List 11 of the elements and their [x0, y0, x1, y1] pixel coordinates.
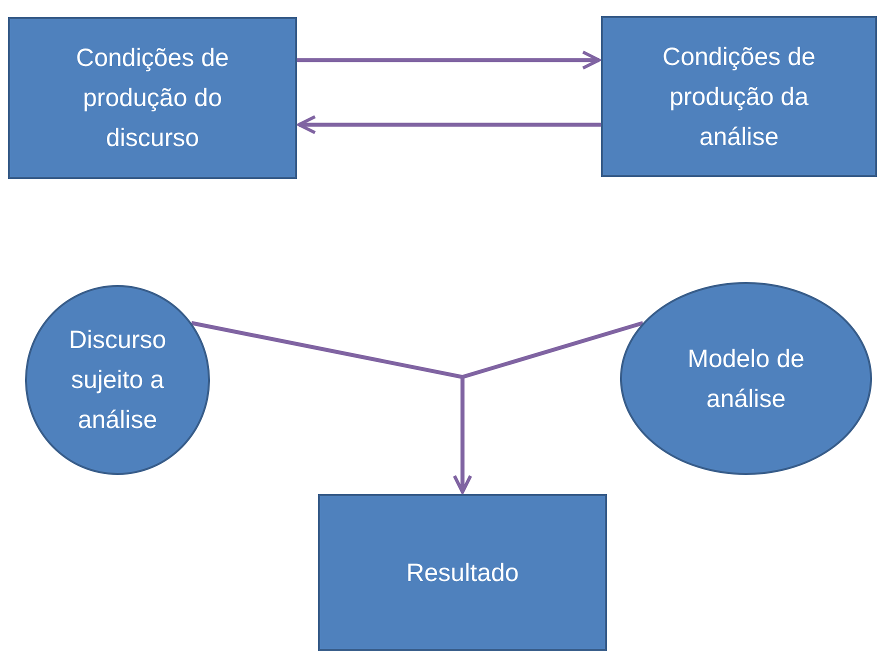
node-label: Condições de produção da análise: [662, 42, 816, 152]
process-box: [601, 16, 877, 177]
node-label: Discurso sujeito a análise: [68, 325, 166, 436]
arrow: [297, 115, 601, 134]
process-box: [318, 494, 607, 651]
process-box: [8, 17, 297, 179]
node-label: Condições de produção do discurso: [75, 43, 230, 154]
node-label: Resultado: [406, 558, 519, 588]
node-label: Modelo de análise: [686, 344, 806, 414]
arrow: [297, 50, 601, 70]
arrow: [452, 321, 644, 494]
